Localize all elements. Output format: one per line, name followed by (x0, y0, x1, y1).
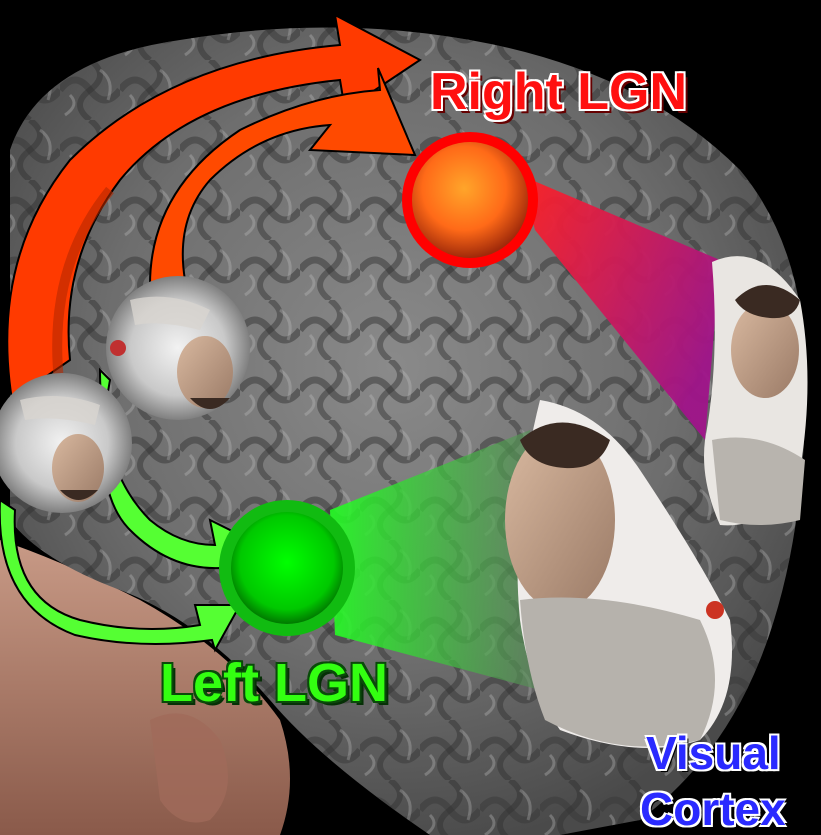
left-lgn-label: Left LGN (160, 656, 388, 710)
left-lgn-node (219, 500, 355, 636)
visual-cortex-label-line1: Visual (646, 730, 781, 776)
visual-cortex-label-line2: Cortex (640, 786, 786, 832)
visual-cortex-upper-image (704, 256, 808, 525)
right-lgn-node (402, 132, 538, 268)
right-lgn-label: Right LGN (430, 66, 687, 118)
right-eye-sphere (106, 276, 250, 420)
